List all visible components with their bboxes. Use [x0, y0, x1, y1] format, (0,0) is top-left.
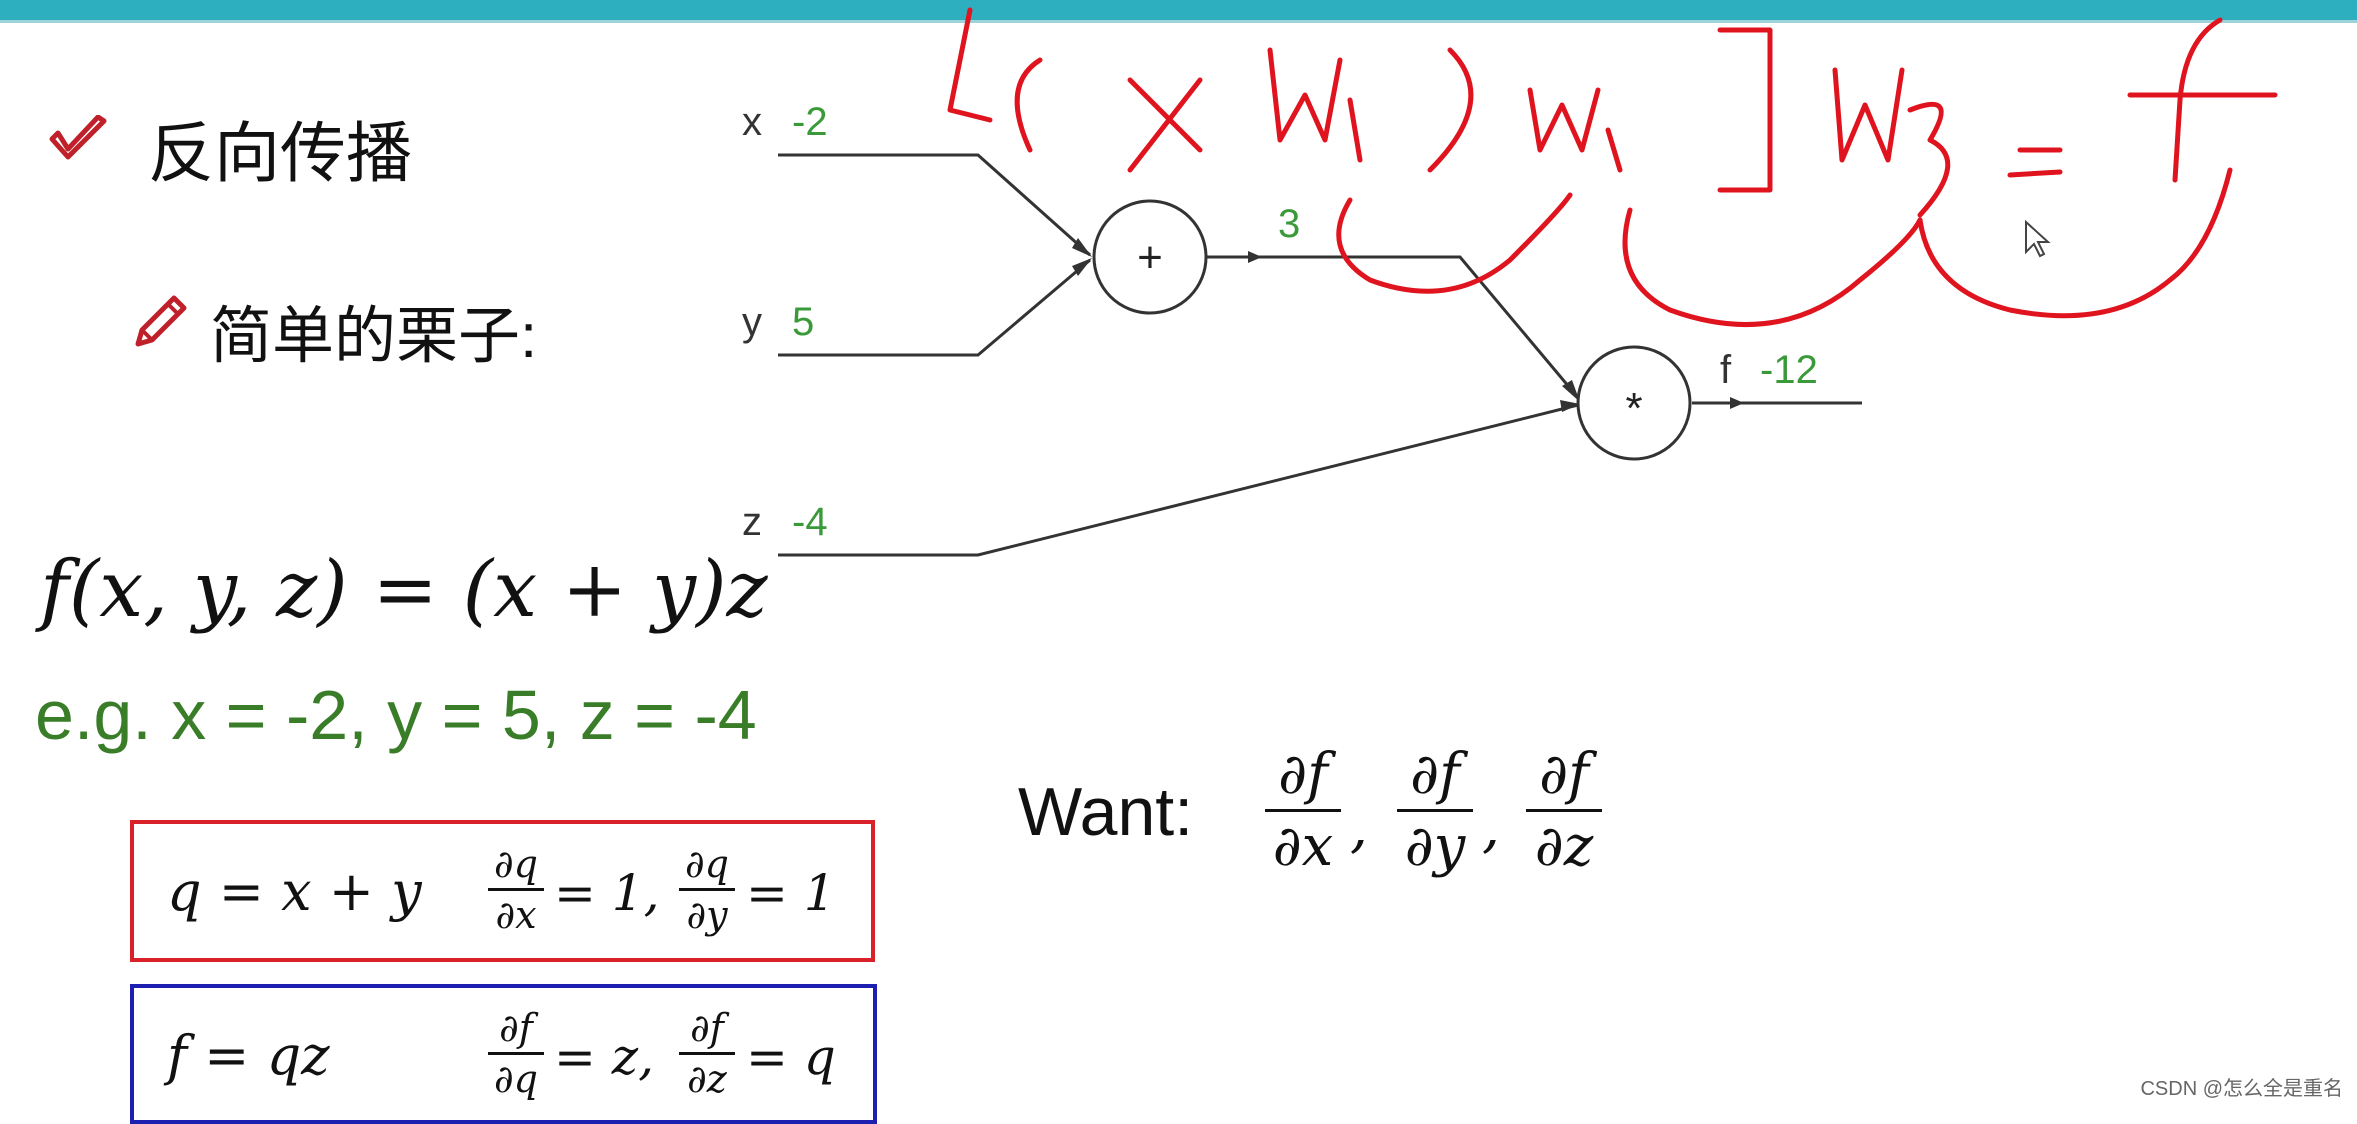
- add-frac-y: ∂q ∂y: [679, 842, 735, 937]
- add-frac-y-num: ∂q: [685, 842, 729, 886]
- edge-x-to-plus: [778, 153, 1091, 257]
- add-frac-x: ∂q ∂x: [488, 842, 544, 937]
- cursor-icon: [2025, 219, 2051, 258]
- checkmark-icon: [49, 115, 107, 160]
- slide-subtitle: 简单的栗子:: [210, 302, 538, 371]
- handwritten-annotation: [947, 7, 2278, 327]
- edge-y-to-plus: [778, 258, 1091, 357]
- x-label: x: [742, 100, 762, 144]
- slide-title: 反向传播: [148, 116, 412, 190]
- function-formula: f(x, y, z) = (x + y)z: [40, 545, 768, 635]
- arrow-y: [1072, 258, 1092, 276]
- f-value: -12: [1760, 348, 1818, 392]
- mult-frac-q-den: ∂q: [494, 1057, 538, 1101]
- mult-node: [1576, 345, 1692, 461]
- mult-frac-q-bar: [488, 1052, 544, 1055]
- mult-equation: f = qz: [167, 1024, 330, 1087]
- want-frac-y-bar: [1397, 809, 1473, 812]
- add-frac-y-den: ∂y: [686, 893, 728, 937]
- want-frac-x: ∂f ∂x: [1265, 742, 1341, 879]
- edge-plus-out: [1206, 255, 1582, 401]
- forward-mult-box: f = qz ∂f ∂q = z, ∂f ∂z = q: [130, 984, 877, 1124]
- want-frac-y-num: ∂f: [1410, 742, 1460, 807]
- edge-z-to-mult: [778, 403, 1579, 557]
- want-frac-x-num: ∂f: [1278, 742, 1328, 807]
- arrow-x: [1072, 238, 1092, 257]
- add-grad-y-value: = 1: [746, 864, 836, 922]
- add-frac-x-bar: [488, 888, 544, 891]
- arrow-plus-out: [1248, 251, 1262, 263]
- mult-frac-q-num: ∂f: [499, 1006, 533, 1050]
- want-frac-y: ∂f ∂y: [1397, 742, 1473, 879]
- want-comma-1: ,: [1350, 795, 1368, 860]
- z-value: -4: [792, 500, 828, 544]
- want-frac-z-bar: [1526, 809, 1602, 812]
- want-frac-x-den: ∂x: [1272, 814, 1334, 879]
- mult-frac-z: ∂f ∂z: [679, 1006, 735, 1101]
- mult-frac-q: ∂f ∂q: [488, 1006, 544, 1101]
- add-frac-y-bar: [679, 888, 735, 891]
- x-value: -2: [792, 100, 828, 144]
- arrow-mult-out: [1730, 397, 1744, 409]
- f-label: f: [1720, 348, 1732, 392]
- want-frac-y-den: ∂y: [1404, 814, 1466, 879]
- y-label: y: [742, 300, 762, 344]
- example-values: e.g. x = -2, y = 5, z = -4: [35, 676, 757, 754]
- mult-node-symbol: *: [1625, 384, 1642, 433]
- mult-frac-z-den: ∂z: [687, 1057, 727, 1101]
- want-frac-z: ∂f ∂z: [1526, 742, 1602, 879]
- slide-top-bar: [0, 0, 2357, 20]
- mult-frac-z-num: ∂f: [690, 1006, 724, 1050]
- want-frac-z-den: ∂z: [1534, 814, 1594, 879]
- want-label: Want:: [1018, 774, 1194, 850]
- mult-grad-q-value: = z,: [554, 1028, 655, 1086]
- add-frac-x-den: ∂x: [495, 893, 537, 937]
- add-frac-x-num: ∂q: [494, 842, 538, 886]
- y-value: 5: [792, 300, 814, 344]
- arrow-to-mult-top: [1562, 380, 1580, 402]
- want-frac-z-num: ∂f: [1539, 742, 1589, 807]
- plus-node: [1092, 199, 1208, 315]
- slide-top-bar-edge: [0, 20, 2357, 23]
- want-frac-x-bar: [1265, 809, 1341, 812]
- computational-graph: + * x -2 y 5 z -4 3 f -12: [742, 100, 1862, 557]
- forward-add-box: q = x + y ∂q ∂x = 1, ∂q ∂y = 1: [130, 820, 875, 962]
- plus-output-value: 3: [1278, 202, 1300, 246]
- z-label: z: [742, 500, 762, 544]
- arrow-z: [1560, 400, 1580, 412]
- mult-frac-z-bar: [679, 1052, 735, 1055]
- pencil-icon: [135, 295, 187, 347]
- add-equation: q = x + y: [167, 860, 422, 923]
- plus-node-symbol: +: [1137, 233, 1163, 282]
- want-comma-2: ,: [1482, 795, 1500, 860]
- mult-grad-z-value: = q: [746, 1028, 836, 1086]
- add-grad-x-value: = 1,: [554, 864, 660, 922]
- watermark: CSDN @怎么全是重名: [2140, 1078, 2343, 1100]
